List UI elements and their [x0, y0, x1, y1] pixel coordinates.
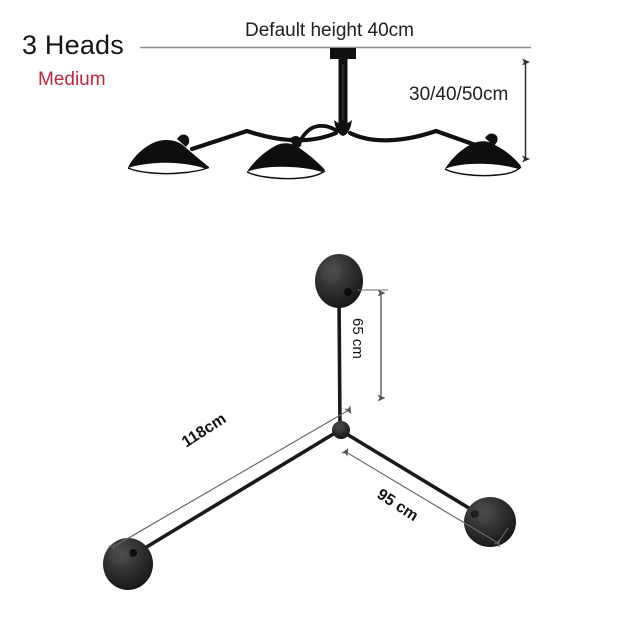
- arm-left: [189, 128, 339, 152]
- lamp-shade-right: [444, 133, 522, 177]
- drop-range-label: 30/40/50cm: [409, 84, 509, 105]
- plan-center-hub-shade: [333, 422, 343, 432]
- plan-arm-top: [337, 294, 342, 432]
- plan-arm-left: [128, 428, 342, 559]
- product-heads-label: 3 Heads: [22, 30, 124, 60]
- arm-right: [347, 128, 487, 151]
- default-height-label: Default height 40cm: [245, 20, 414, 41]
- bottom-plan-view: [103, 254, 516, 590]
- ceiling-canopy: [330, 48, 356, 59]
- dim-95-line: [341, 448, 501, 548]
- plan-shade-bottom-right: [464, 497, 516, 547]
- product-size-label: Medium: [38, 69, 106, 90]
- dim-118-line: [108, 405, 352, 551]
- plan-shade-bottom-left: [103, 538, 153, 590]
- lamp-shade-center: [246, 136, 326, 180]
- dim-95-extension: [497, 527, 509, 544]
- lamp-shade-left: [127, 134, 210, 176]
- rod-length-label: 65 cm: [349, 318, 366, 359]
- top-side-view: [127, 46, 531, 180]
- plan-shade-top: [315, 254, 363, 308]
